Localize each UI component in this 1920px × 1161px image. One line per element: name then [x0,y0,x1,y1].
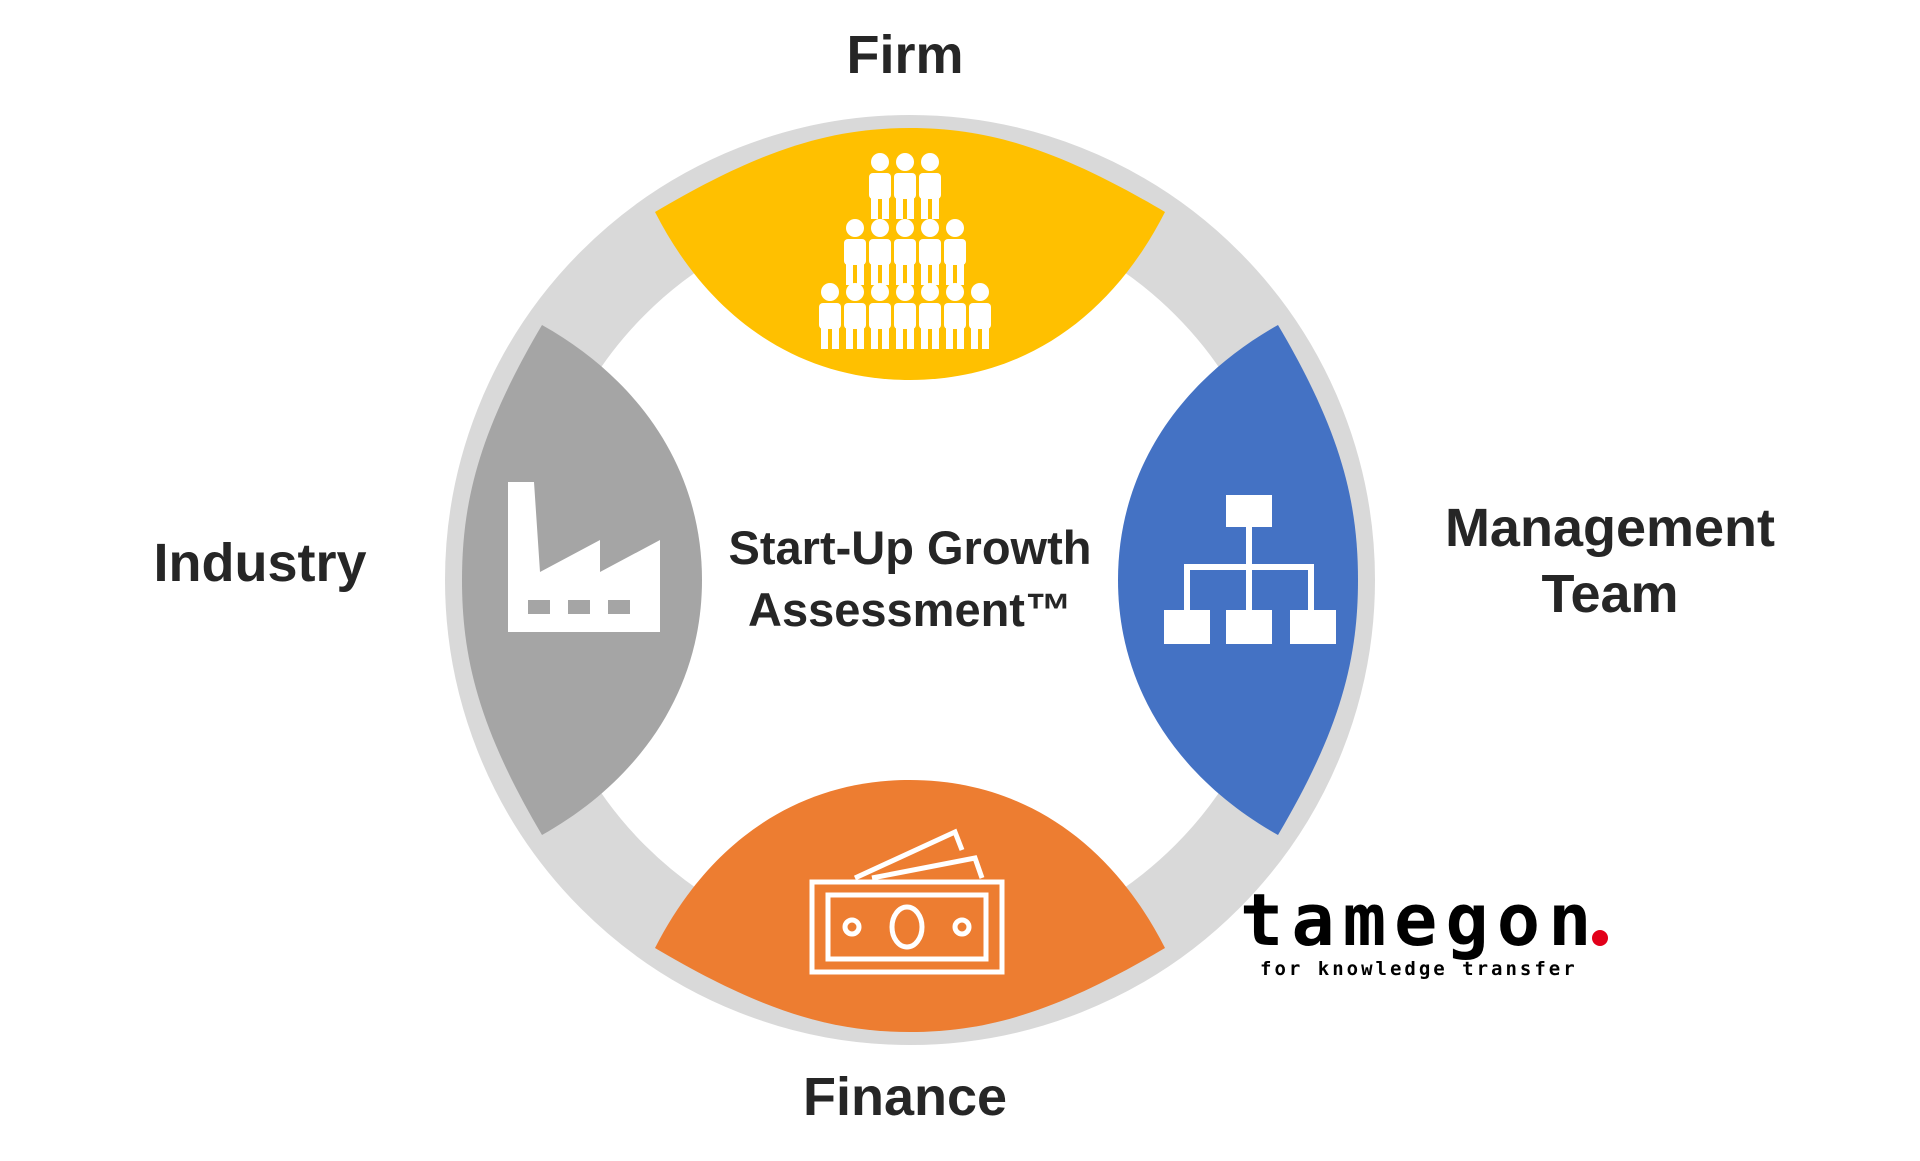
logo-tagline: for knowledge transfer [1260,958,1578,980]
segment-management-shape [1118,325,1358,835]
segment-finance [655,780,1165,1032]
label-finance: Finance [802,1067,1008,1127]
logo-wordmark: tamegon [1240,878,1600,962]
logo-dot [1592,930,1608,946]
label-management-line-1: Management [1444,498,1776,558]
people-pyramid-icon [0,0,991,349]
tamegon-logo: tamegon for knowledge transfer [1240,880,1620,990]
segment-firm [0,0,1165,380]
factory-icon [508,482,660,632]
label-firm: Firm [846,25,964,85]
center-title-line-2: Assessment™ [748,583,1072,636]
label-industry: Industry [153,533,367,593]
center-title-line-1: Start-Up Growth [728,521,1092,574]
segment-industry [462,325,702,835]
label-management-line-2: Team [1541,564,1679,624]
label-management-team: Management Team [1400,495,1820,627]
segment-management-team [1118,325,1358,835]
banknotes-icon [809,828,1005,975]
org-chart-icon [1164,495,1336,644]
center-title: Start-Up Growth Assessment™ [680,517,1140,641]
